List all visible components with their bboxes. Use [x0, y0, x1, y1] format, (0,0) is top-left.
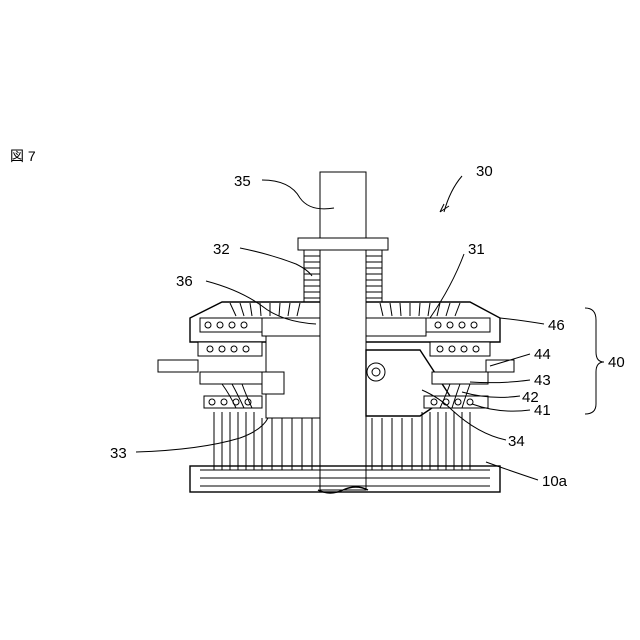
label-43: 43 [534, 372, 551, 389]
central-shaft [320, 172, 366, 490]
left-plates [198, 318, 262, 408]
bracket-40 [585, 308, 604, 414]
right-plates [424, 318, 490, 408]
label-41: 41 [534, 402, 551, 419]
shaft-collar [298, 238, 388, 250]
label-33: 33 [110, 445, 127, 462]
label-30: 30 [476, 163, 493, 180]
label-34: 34 [508, 433, 525, 450]
label-32: 32 [213, 241, 230, 258]
label-36: 36 [176, 273, 193, 290]
label-40: 40 [608, 354, 625, 371]
left-pin [158, 360, 198, 372]
label-46: 46 [548, 317, 565, 334]
label-31: 31 [468, 241, 485, 258]
label-44: 44 [534, 346, 551, 363]
label-35: 35 [234, 173, 251, 190]
pivot [367, 363, 385, 381]
label-10a: 10a [542, 473, 568, 490]
inner-body [262, 318, 320, 336]
